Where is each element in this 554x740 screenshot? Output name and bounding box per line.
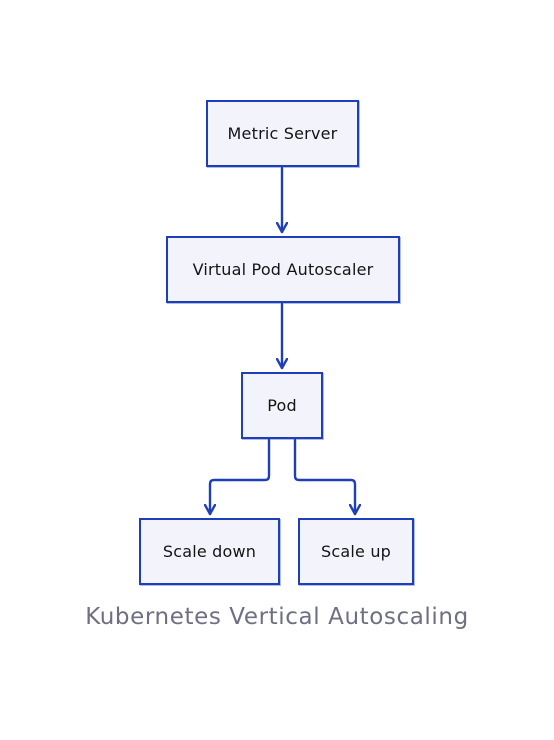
arrow-pod-to-scale-up: [293, 438, 355, 516]
pod-label: Pod: [267, 396, 297, 415]
scale-up-node: Scale up: [298, 518, 414, 585]
vertical-pod-autoscaler-node: Virtual Pod Autoscaler: [166, 236, 400, 303]
metric-server-node: Metric Server: [206, 100, 359, 167]
scale-down-label: Scale down: [162, 542, 257, 561]
diagram-caption: Kubernetes Vertical Autoscaling: [85, 604, 469, 630]
arrow-pod-to-scale-down: [210, 438, 271, 516]
pod-node: Pod: [241, 372, 323, 439]
metric-server-label: Metric Server: [227, 124, 338, 143]
vertical-pod-autoscaler-label: Virtual Pod Autoscaler: [192, 260, 374, 279]
scale-up-label: Scale up: [320, 542, 392, 561]
scale-down-node: Scale down: [139, 518, 280, 585]
